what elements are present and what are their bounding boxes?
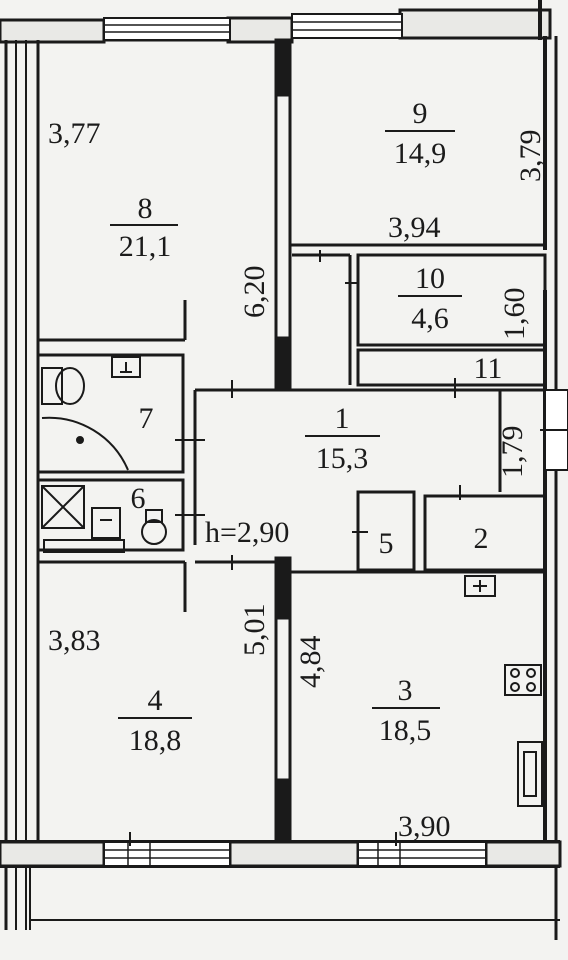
room-7-number: 7 bbox=[139, 402, 154, 435]
room-labels: 8 21,1 9 14,9 10 4,6 11 7 1 15,3 6 5 2 4… bbox=[110, 97, 502, 757]
washer-icon bbox=[91, 507, 121, 539]
room-10-number: 10 bbox=[415, 262, 445, 295]
dimension-6-20: 6,20 bbox=[238, 266, 271, 319]
room-4-area: 18,8 bbox=[129, 724, 182, 757]
room-2-number: 2 bbox=[474, 522, 489, 555]
room-6-number: 6 bbox=[131, 482, 146, 515]
dimension-3-83: 3,83 bbox=[48, 624, 101, 657]
bathroom-fixtures bbox=[41, 356, 543, 807]
bottom-window-left bbox=[103, 841, 231, 867]
bottom-window-right bbox=[357, 841, 487, 867]
room-9-area: 14,9 bbox=[394, 137, 447, 170]
sink-icon bbox=[111, 356, 141, 378]
room-3-area: 18,5 bbox=[379, 714, 432, 747]
vent-icon bbox=[464, 575, 496, 597]
shower-tray-icon bbox=[41, 485, 85, 529]
room-8-number: 8 bbox=[138, 192, 153, 225]
dimension-3-90: 3,90 bbox=[398, 810, 451, 843]
dimension-3-77: 3,77 bbox=[48, 117, 101, 150]
toilet-2-icon bbox=[141, 509, 167, 545]
room-10-area: 4,6 bbox=[411, 302, 449, 335]
shower-arc-icon bbox=[41, 416, 129, 471]
room-3-number: 3 bbox=[398, 674, 413, 707]
room-11-number: 11 bbox=[474, 352, 503, 385]
dimension-1-79: 1,79 bbox=[496, 426, 529, 479]
room-1-number: 1 bbox=[335, 402, 350, 435]
room-1-area: 15,3 bbox=[316, 442, 369, 475]
dimension-5-01: 5,01 bbox=[238, 604, 271, 657]
dimension-3-94: 3,94 bbox=[388, 211, 441, 244]
counter-icon bbox=[43, 539, 125, 553]
stove-icon bbox=[504, 664, 542, 696]
room-5-number: 5 bbox=[379, 527, 394, 560]
dimension-4-84: 4,84 bbox=[294, 636, 327, 689]
kitchen-sink-icon bbox=[517, 741, 543, 807]
room-9-number: 9 bbox=[413, 97, 428, 130]
dimension-3-79: 3,79 bbox=[514, 130, 547, 183]
toilet-icon bbox=[41, 367, 85, 405]
top-window-left bbox=[103, 17, 231, 41]
door-markers bbox=[129, 250, 556, 846]
room-8-area: 21,1 bbox=[119, 230, 172, 263]
dimension-1-60: 1,60 bbox=[498, 288, 531, 341]
dimension-labels: 3,77 6,20 3,79 3,94 1,60 1,79 h=2,90 3,8… bbox=[48, 117, 547, 843]
interior-walls bbox=[36, 38, 547, 844]
room-4-number: 4 bbox=[148, 684, 163, 717]
ceiling-height: h=2,90 bbox=[205, 516, 289, 549]
top-window-right bbox=[291, 13, 403, 39]
